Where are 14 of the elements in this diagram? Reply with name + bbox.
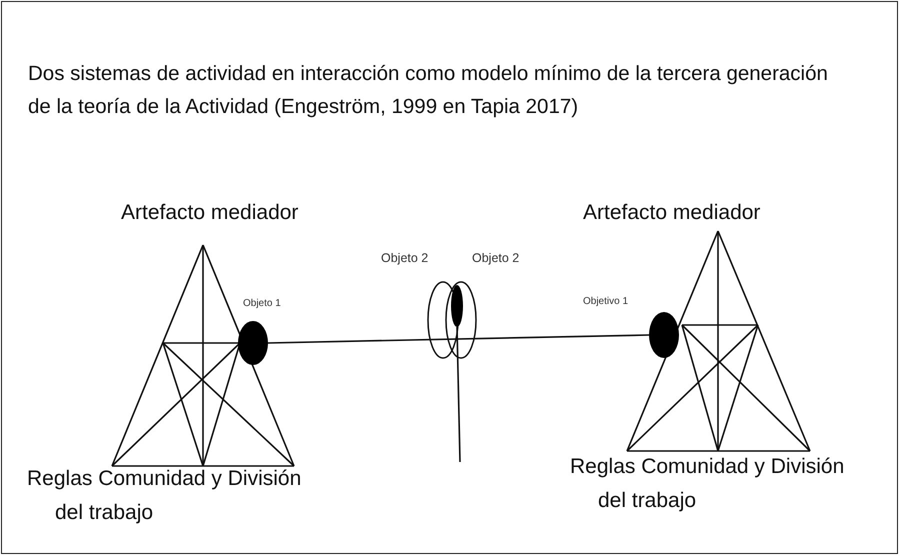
- filled-ellipse: [451, 285, 463, 327]
- part-label: Artefacto mediador: [121, 200, 298, 226]
- part-label: Reglas Comunidad y División del trabajo: [27, 466, 302, 526]
- part-label: Objeto 2: [381, 250, 428, 266]
- node-label: Objeto 1: [243, 298, 281, 309]
- connector-line: [456, 326, 461, 462]
- part-label: Artefacto mediador: [583, 200, 760, 226]
- part-label: Objeto 2: [472, 250, 520, 266]
- filled-ellipse: [238, 321, 268, 365]
- node-label: Objetivo 1: [583, 296, 628, 307]
- title: Dos sistemas de actividad en interacción como modelo mínimo de la tercera generación de la teoría de la Actividad (Engeström, 1999 en Tapia 2017): [28, 61, 829, 120]
- part-label: Reglas Comunidad y División del trabajo: [570, 454, 846, 514]
- connector-line: [268, 334, 650, 344]
- filled-ellipse: [649, 312, 679, 358]
